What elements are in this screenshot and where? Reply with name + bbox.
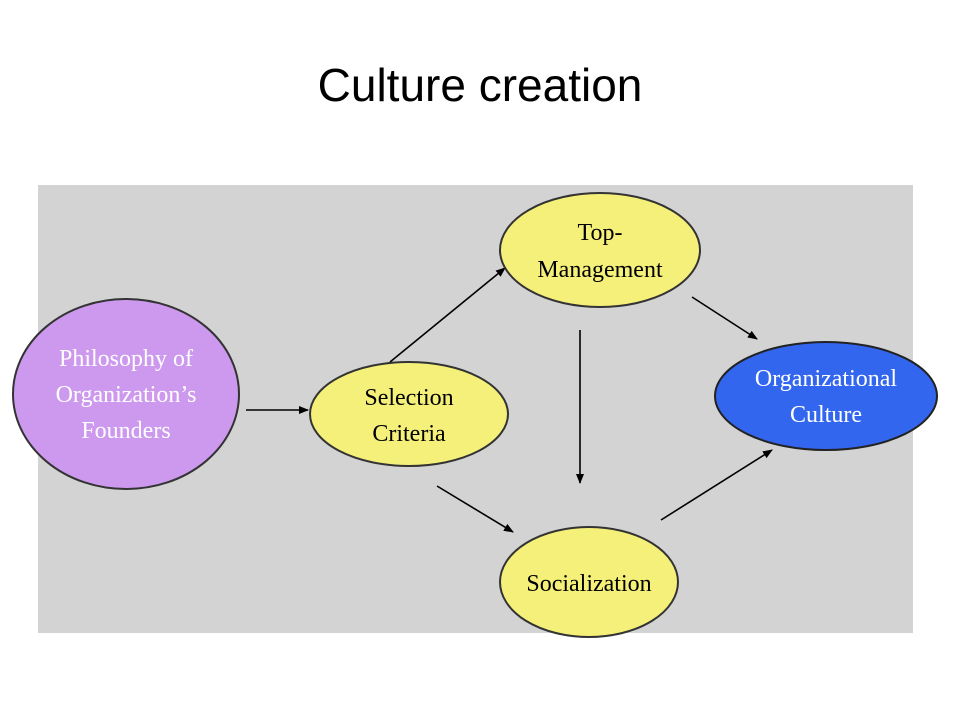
node-founders: Philosophy of Organization’s Founders — [12, 298, 240, 490]
node-socialization-shape — [499, 526, 679, 638]
edge-selection-to-top-management — [389, 267, 506, 363]
node-culture: Organizational Culture — [714, 341, 938, 451]
edge-socialization-to-culture — [660, 449, 773, 521]
edge-selection-to-socialization — [436, 485, 514, 533]
edges — [246, 267, 773, 533]
node-culture-shape — [714, 341, 938, 451]
node-top-management-label-2: Management — [537, 257, 663, 283]
slide-title: Culture creation — [317, 59, 643, 111]
node-founders-shape — [12, 298, 240, 490]
node-selection-label-1: Selection — [364, 385, 453, 411]
node-selection-label-2: Criteria — [372, 421, 446, 447]
node-socialization: Socialization — [499, 526, 679, 638]
node-top-management-shape — [499, 192, 701, 308]
node-founders-label-1: Philosophy of — [59, 346, 193, 372]
node-culture-label-1: Organizational — [755, 366, 898, 392]
node-socialization-label-1: Socialization — [526, 571, 651, 597]
node-top-management: Top- Management — [499, 192, 701, 308]
node-top-management-label-1: Top- — [578, 220, 623, 246]
node-founders-label-3: Founders — [81, 418, 170, 444]
node-selection-shape — [309, 361, 509, 467]
node-founders-label-2: Organization’s — [56, 382, 197, 408]
edge-top-management-to-culture — [691, 296, 758, 340]
node-selection: Selection Criteria — [309, 361, 509, 467]
node-culture-label-2: Culture — [790, 402, 862, 428]
